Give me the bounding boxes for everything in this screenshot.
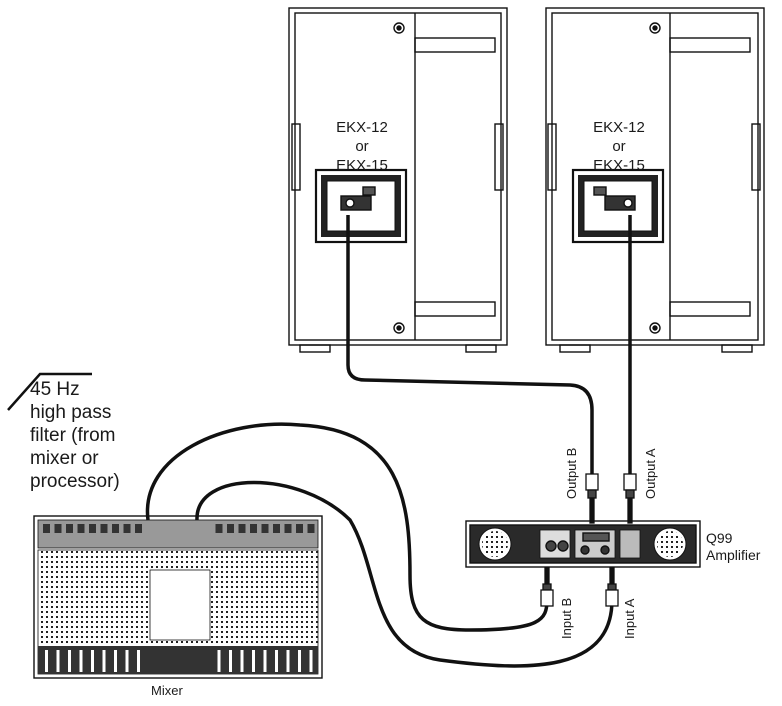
speaker-right-label-line: EKX-15	[593, 157, 645, 174]
channel-input-jack	[261, 524, 269, 533]
channel-input-jack	[250, 524, 257, 533]
speaker-right	[545, 7, 765, 353]
channel-fader	[298, 650, 301, 672]
channel-input-jack	[135, 524, 142, 533]
mixer-console	[33, 515, 323, 679]
channel-input-jack	[296, 524, 303, 533]
channel-input-jack	[273, 524, 280, 533]
channel-fader	[137, 650, 140, 672]
output-a-label: Output A	[643, 448, 658, 499]
channel-input-jack	[100, 524, 108, 533]
channel-fader	[125, 650, 129, 672]
channel-fader	[91, 650, 94, 672]
filter-note-line: 45 Hz	[30, 379, 80, 400]
channel-input-jack	[66, 524, 73, 533]
mixer-channel-strips	[43, 524, 315, 672]
mixer-label: Mixer	[151, 683, 183, 698]
amplifier-label: Q99 Amplifier	[706, 530, 760, 564]
filter-note-line: processor)	[30, 471, 120, 492]
channel-fader	[309, 650, 313, 672]
speaker-right-label-line: or	[612, 138, 626, 155]
channel-fader	[252, 650, 255, 672]
connector-output-b	[585, 473, 599, 524]
channel-input-jack	[123, 524, 131, 533]
filter-note-line: mixer or	[30, 448, 99, 469]
cables	[145, 215, 632, 668]
channel-input-jack	[284, 524, 292, 533]
filter-note-line: high pass	[30, 402, 112, 423]
channel-input-jack	[238, 524, 246, 533]
speaker-right-label-line: EKX-12	[593, 119, 645, 136]
channel-fader	[102, 650, 106, 672]
speaker-cable-output-b	[346, 215, 594, 475]
amplifier-label-line: Q99	[706, 530, 733, 546]
filter-note-line: filter (from	[30, 425, 116, 446]
speaker-left-label-line: or	[355, 138, 369, 155]
connector-output-a	[623, 473, 637, 524]
connector-input-a	[605, 567, 619, 607]
channel-input-jack	[54, 524, 62, 533]
input-b-label: Input B	[559, 597, 574, 639]
speaker-right-label: EKX-12 or EKX-15	[569, 118, 669, 175]
channel-fader	[56, 650, 60, 672]
input-a-label: Input A	[622, 598, 637, 639]
signal-cable-input-b	[145, 422, 549, 632]
amplifier-unit	[465, 520, 701, 568]
channel-fader	[286, 650, 290, 672]
channel-fader	[229, 650, 232, 672]
channel-input-jack	[89, 524, 96, 533]
channel-input-jack	[227, 524, 234, 533]
channel-fader	[79, 650, 83, 672]
speaker-left-label-line: EKX-12	[336, 119, 388, 136]
channel-fader	[275, 650, 278, 672]
channel-input-jack	[307, 524, 315, 533]
channel-input-jack	[77, 524, 85, 533]
speaker-left	[288, 7, 508, 353]
speaker-left-label-line: EKX-15	[336, 157, 388, 174]
channel-fader	[263, 650, 267, 672]
channel-fader	[217, 650, 221, 672]
channel-input-jack	[43, 524, 50, 533]
filter-bracket	[7, 372, 92, 411]
channel-input-jack	[215, 524, 223, 533]
output-b-label: Output B	[564, 447, 579, 499]
amplifier-label-line: Amplifier	[706, 547, 761, 563]
channel-input-jack	[112, 524, 119, 533]
connector-input-b	[540, 567, 554, 607]
signal-cable-input-a	[195, 480, 614, 668]
channel-fader	[240, 650, 244, 672]
channel-fader	[45, 650, 48, 672]
filter-note: 45 Hz high pass filter (from mixer or pr…	[30, 378, 120, 493]
speaker-left-label: EKX-12 or EKX-15	[312, 118, 412, 175]
channel-fader	[68, 650, 71, 672]
channel-fader	[114, 650, 117, 672]
